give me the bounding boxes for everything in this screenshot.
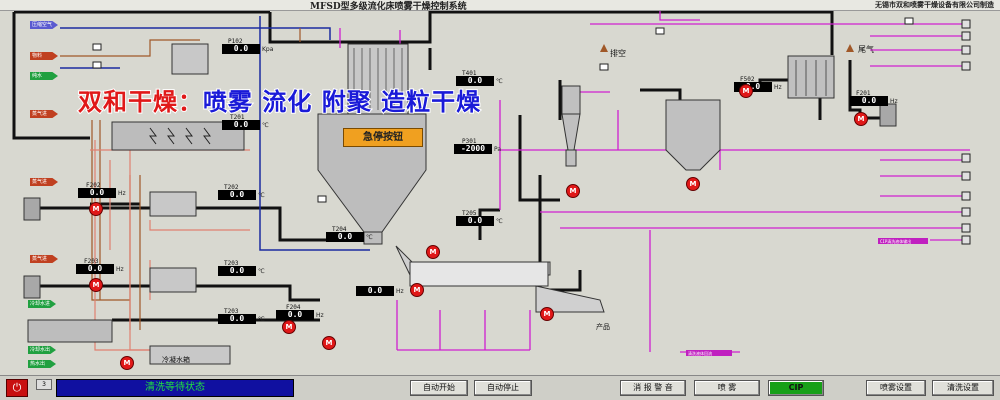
- spray-button[interactable]: 喷 雾: [694, 380, 760, 396]
- readout-t203[interactable]: 0.0: [218, 266, 256, 276]
- inlet-label-cooling-out: 冷却水出: [28, 346, 56, 354]
- readout-f502[interactable]: 0.0: [734, 82, 772, 92]
- readout-unit: Hz: [316, 312, 324, 319]
- promo-banner: 双和干燥：喷雾 流化 附聚 造粒干燥: [77, 87, 482, 117]
- page-number: 3: [36, 379, 52, 390]
- readout-t205[interactable]: 0.0: [456, 216, 494, 226]
- readout-unit: Hz: [116, 266, 124, 273]
- readout-tag: P102: [228, 38, 243, 45]
- readout-t401[interactable]: 0.0: [456, 76, 494, 86]
- readout-tag: T202: [224, 184, 239, 191]
- readout-t201[interactable]: 0.0: [222, 120, 260, 130]
- readout-unit: ℃: [258, 192, 265, 199]
- readout-fluid-bed[interactable]: 0.0: [356, 286, 394, 296]
- readout-tag: T201: [230, 114, 245, 121]
- readout-unit: ℃: [258, 316, 265, 323]
- readout-tag: T204: [332, 226, 347, 233]
- vibrator-motor[interactable]: M: [410, 283, 424, 297]
- pump-motor-p601[interactable]: M: [322, 336, 336, 350]
- fan-motor-f203[interactable]: M: [89, 278, 103, 292]
- readout-unit: ℃: [258, 268, 265, 275]
- readout-t202[interactable]: 0.0: [218, 190, 256, 200]
- readout-unit: ℃: [366, 234, 373, 241]
- readout-t204[interactable]: 0.0: [326, 232, 364, 242]
- inlet-label-cooling-in: 冷却水进: [28, 300, 56, 308]
- cip-output-label: CIP清洗液体输出: [880, 239, 912, 244]
- readout-unit: Hz: [890, 98, 898, 105]
- inlet-label-steam-3: 蒸气进: [30, 255, 58, 263]
- readout-f204[interactable]: 0.0: [276, 310, 314, 320]
- readout-unit: Hz: [118, 190, 126, 197]
- fan-motor-f201[interactable]: M: [854, 112, 868, 126]
- product-label: 产品: [596, 323, 610, 331]
- readout-tag: F202: [86, 182, 101, 189]
- readout-unit: ℃: [496, 78, 503, 85]
- readout-unit: ℃: [262, 122, 269, 129]
- cip-button[interactable]: CIP: [768, 380, 824, 396]
- readout-tag: T401: [462, 70, 477, 77]
- fan-motor-f202[interactable]: M: [89, 202, 103, 216]
- fan-motor-f204[interactable]: M: [282, 320, 296, 334]
- spray-settings-button[interactable]: 喷雾设置: [866, 380, 926, 396]
- motor-m601[interactable]: M: [426, 245, 440, 259]
- readout-t203b[interactable]: 0.0: [218, 314, 256, 324]
- readout-unit: Kpa: [262, 46, 274, 53]
- readout-f202[interactable]: 0.0: [78, 188, 116, 198]
- clean-settings-button[interactable]: 清洗设置: [932, 380, 994, 396]
- silence-alarm-button[interactable]: 消 报 警 音: [620, 380, 686, 396]
- auto-stop-button[interactable]: 自动停止: [474, 380, 532, 396]
- readout-tag: F203: [84, 258, 99, 265]
- readout-unit: Hz: [774, 84, 782, 91]
- window-title: MFSD型多级流化床喷雾干燥控制系统: [310, 2, 467, 12]
- motor-m601b[interactable]: M: [686, 177, 700, 191]
- motor-v5201[interactable]: M: [540, 307, 554, 321]
- cip-return-label: 清洗液体回流: [688, 351, 712, 356]
- motor-m501[interactable]: M: [566, 184, 580, 198]
- readout-tag: P301: [462, 138, 477, 145]
- readout-p301[interactable]: -2000: [454, 144, 492, 154]
- readout-f201[interactable]: 0.0: [850, 96, 888, 106]
- tail-gas-label: 尾气: [858, 45, 874, 54]
- company-name: 无锡市双和喷雾干燥设备有限公司制造: [875, 1, 994, 9]
- inlet-label-compressed-air: 压缩空气: [30, 21, 58, 29]
- readout-tag: F204: [286, 304, 301, 311]
- readout-tag: T205: [462, 210, 477, 217]
- system-status: 清洗等待状态: [56, 379, 294, 397]
- pump-motor-p101[interactable]: M: [120, 356, 134, 370]
- readout-tag: T203: [224, 308, 239, 315]
- auto-start-button[interactable]: 自动开始: [410, 380, 468, 396]
- power-icon: ⏻: [12, 381, 22, 394]
- inlet-label-hot-water: 热水出: [28, 360, 56, 368]
- inlet-label-steam-2: 蒸气进: [30, 178, 58, 186]
- readout-f203[interactable]: 0.0: [76, 264, 114, 274]
- fan-motor-f502[interactable]: M: [739, 84, 753, 98]
- readout-unit: ℃: [496, 218, 503, 225]
- power-button[interactable]: ⏻: [6, 379, 28, 397]
- title-bar: [0, 0, 1000, 11]
- readout-tag: F201: [856, 90, 871, 97]
- readout-p102[interactable]: 0.0: [222, 44, 260, 54]
- readout-unit: Hz: [396, 288, 404, 295]
- emergency-stop-button[interactable]: 急停按钮: [343, 128, 423, 147]
- inlet-label-steam-1: 蒸气进: [30, 110, 58, 118]
- inlet-label-material: 物料: [30, 52, 58, 60]
- readout-tag: T203: [224, 260, 239, 267]
- readout-unit: Pa: [494, 146, 502, 153]
- exhaust-air-label: 排空: [610, 49, 626, 58]
- readout-tag: F502: [740, 76, 755, 83]
- inlet-label-pure-water: 纯水: [30, 72, 58, 80]
- cooling-tank-label: 冷凝水箱: [162, 356, 190, 364]
